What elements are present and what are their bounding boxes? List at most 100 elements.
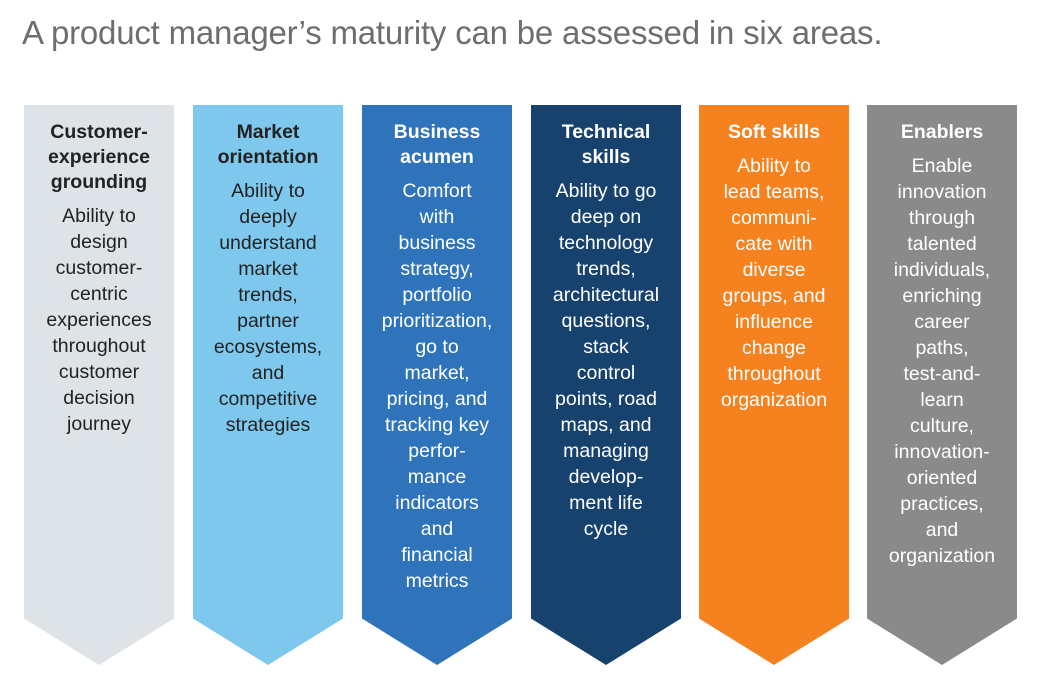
area-heading-line: Soft skills [727, 121, 821, 143]
area-description-line: lead teams, [723, 181, 825, 203]
area-description-line: technology [558, 232, 654, 254]
area-heading-line: skills [581, 146, 631, 168]
area-description-line: Ability to [737, 155, 811, 177]
area-description: Ability to design customer-centric experien… [29, 203, 169, 437]
area-description-line: individuals, [893, 259, 991, 281]
area-description-line: learn [920, 389, 964, 411]
area-description-line: stack [583, 336, 629, 358]
area-description-line: financial [401, 544, 473, 566]
area-description: Enable innovation through talented individua… [872, 153, 1012, 569]
area-description-line: organization [888, 545, 996, 567]
area-description-line: innovation [897, 181, 987, 203]
area-description-line: throughout [52, 335, 146, 357]
area-heading: Technical skills [536, 120, 676, 170]
area-description-line: perfor- [408, 440, 466, 462]
area-description-line: control [576, 362, 636, 384]
area-description-line: mance [407, 466, 467, 488]
area-description-line: influence [734, 311, 814, 333]
area-heading-line: orientation [217, 146, 319, 168]
area-description-line: cate with [735, 233, 813, 255]
area-heading-line: Customer- [50, 121, 148, 143]
area-description-line: go to [415, 336, 459, 358]
area-description-line: customer- [55, 257, 143, 279]
area-description-line: market, [404, 362, 470, 384]
area-heading: Enablers [872, 120, 1012, 145]
area-description-line: organization [720, 389, 828, 411]
area-description-line: Enable [911, 155, 973, 177]
area-description-line: managing [563, 440, 649, 462]
area-heading: Customer-experience grounding [29, 120, 169, 195]
area-description-line: career [914, 311, 970, 333]
area-description-line: tracking key [384, 414, 490, 436]
area-description-line: metrics [405, 570, 469, 592]
area-description-line: talented [907, 233, 977, 255]
area-description-line: ment life [569, 492, 643, 514]
area-heading-line: experience [48, 146, 150, 168]
area-description-line: groups, and [722, 285, 826, 307]
area-description-line: portfolio [402, 284, 472, 306]
area-description-line: enriching [902, 285, 982, 307]
area-description-line: Ability to go [555, 180, 657, 202]
area-description-line: strategies [225, 414, 311, 436]
area-description-line: journey [67, 413, 131, 435]
area-description-line: communi- [731, 207, 817, 229]
area-description-line: and [420, 518, 454, 540]
area-description-line: deep on [570, 206, 642, 228]
area-description-line: with [419, 206, 455, 228]
area-description-line: innovation- [894, 441, 990, 463]
area-description-line: prioritization, [381, 310, 493, 332]
page-title: A product manager’s maturity can be asse… [22, 14, 883, 51]
area-description-line: trends, [238, 284, 298, 306]
area-description-line: culture, [910, 415, 974, 437]
area-description-line: Comfort [402, 180, 472, 202]
area-description: Ability to lead teams, communi-cate with di… [704, 153, 844, 413]
area-description: Comfort with business strategy, portfolio pri… [367, 178, 507, 594]
area-description-line: competitive [218, 388, 318, 410]
area-description-line: change [742, 337, 806, 359]
area-description-line: architectural [552, 284, 660, 306]
area-description-line: throughout [727, 363, 821, 385]
area-description-line: indicators [395, 492, 479, 514]
area-description-line: business [398, 232, 476, 254]
area-description-line: maps, and [560, 414, 652, 436]
area-description-line: market [238, 258, 298, 280]
area-description-line: oriented [906, 467, 978, 489]
area-description-line: understand [219, 232, 317, 254]
area-description-line: experiences [46, 309, 152, 331]
area-heading-line: Enablers [900, 121, 984, 143]
area-heading-line: grounding [50, 171, 148, 193]
area-description-line: questions, [561, 310, 651, 332]
area-description-line: centric [70, 283, 128, 305]
area-description: Ability to go deep on technology trends, arc… [536, 178, 676, 542]
area-heading-line: Technical [561, 121, 651, 143]
area-description-line: trends, [576, 258, 636, 280]
area-heading: Market orientation [198, 120, 338, 170]
area-description-line: Ability to [62, 205, 136, 227]
area-description-line: strategy, [400, 258, 474, 280]
area-description-line: Ability to [231, 180, 305, 202]
area-heading: Soft skills [704, 120, 844, 145]
area-description-line: diverse [742, 259, 806, 281]
area-description-line: through [908, 207, 976, 229]
area-heading-line: acumen [400, 146, 474, 168]
area-description-line: pricing, and [386, 388, 488, 410]
area-description-line: paths, [915, 337, 969, 359]
area-description-line: customer [58, 361, 140, 383]
area-heading-line: Market [236, 121, 300, 143]
area-description-line: develop- [568, 466, 644, 488]
area-description-line: design [70, 231, 128, 253]
area-description-line: partner [237, 310, 299, 332]
area-description-line: cycle [583, 518, 629, 540]
area-description-line: and [925, 519, 959, 541]
area-description-line: test-and- [903, 363, 981, 385]
